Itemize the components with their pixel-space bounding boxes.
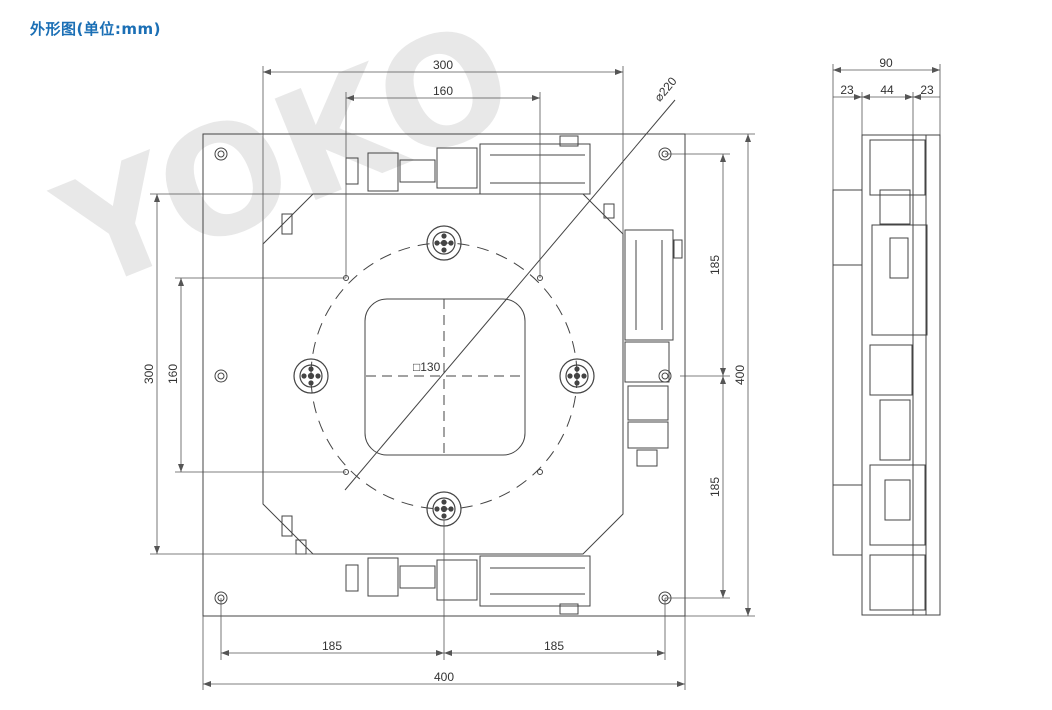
pad-top [426, 225, 462, 261]
dim-side-90: 90 [879, 56, 893, 70]
actuator-bottom [345, 555, 591, 615]
mount-hole [214, 369, 228, 383]
mount-hole [214, 147, 228, 161]
dim-bottom-185-right: 185 [544, 639, 564, 653]
dim-top-160: 160 [433, 84, 453, 98]
dim-side-44: 44 [880, 83, 894, 97]
dim-left-300: 300 [142, 364, 156, 384]
side-view [832, 134, 941, 616]
dim-bottom-400: 400 [434, 670, 454, 684]
dim-right-185-upper: 185 [708, 255, 722, 275]
dim-right-185-lower: 185 [708, 477, 722, 497]
dim-side-23-right: 23 [920, 83, 934, 97]
actuator-top [345, 135, 591, 195]
diameter-leader [344, 99, 676, 491]
watermark-logo: YOKO [35, 0, 536, 326]
dim-top-300: 300 [433, 58, 453, 72]
pad-right [559, 358, 595, 394]
center-opening [364, 298, 526, 456]
dim-bottom-185-left: 185 [322, 639, 342, 653]
pad-left [293, 358, 329, 394]
dim-opening-130: □130 [413, 360, 441, 374]
dim-diameter-220: ⌀220 [651, 74, 679, 104]
dim-left-160: 160 [166, 364, 180, 384]
actuator-right [624, 229, 683, 467]
dim-right-400: 400 [733, 365, 747, 385]
bolt-circle [310, 242, 578, 510]
page-title: 外形图(单位:mm) [30, 20, 161, 38]
rotary-stage [262, 193, 624, 555]
dim-side-23-left: 23 [840, 83, 854, 97]
